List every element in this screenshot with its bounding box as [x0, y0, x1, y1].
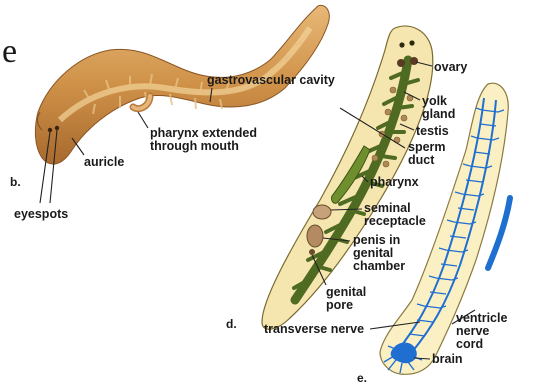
label-penis-3: chamber — [353, 259, 405, 273]
label-gastrovascular-cavity: gastrovascular cavity — [207, 73, 335, 87]
label-seminal-receptacle-1: seminal — [364, 201, 411, 215]
label-pharynx: pharynx — [370, 175, 419, 189]
label-brain: brain — [432, 352, 463, 366]
label-genital-pore-2: pore — [326, 298, 353, 312]
label-penis-2: genital — [353, 246, 393, 260]
label-eyespots: eyespots — [14, 207, 68, 221]
label-penis-1: penis in — [353, 233, 400, 247]
penis-genital-chamber — [307, 225, 323, 247]
label-seminal-receptacle-2: receptacle — [364, 214, 426, 228]
eyespot-left — [48, 128, 52, 132]
genital-pore — [309, 249, 315, 255]
label-nerve-2: nerve — [456, 324, 489, 338]
label-sperm-duct-1: sperm — [408, 140, 446, 154]
label-sperm-duct-2: duct — [408, 153, 435, 167]
label-transverse-nerve: transverse nerve — [264, 322, 364, 336]
label-pharynx-extended-1: pharynx extended — [150, 126, 257, 140]
ovary-right — [410, 57, 418, 65]
label-pharynx-extended-2: through mouth — [150, 139, 239, 153]
label-genital-pore-1: genital — [326, 285, 366, 299]
label-testis: testis — [416, 124, 449, 138]
label-auricle: auricle — [84, 155, 124, 169]
ovary-left — [397, 59, 405, 67]
seminal-receptacle — [313, 205, 331, 219]
label-cord-3: cord — [456, 337, 483, 351]
panel-label-b: b. — [10, 175, 21, 189]
eyespot-right — [55, 126, 59, 130]
label-ventricle-1: ventricle — [456, 311, 507, 325]
panel-label-d: d. — [226, 317, 237, 331]
label-yolk-gland-1: yolk — [422, 94, 447, 108]
label-yolk-gland-2: gland — [422, 107, 455, 121]
edge-letter: e — [2, 33, 17, 70]
panel-label-e: e. — [357, 371, 367, 385]
label-ovary: ovary — [434, 60, 467, 74]
